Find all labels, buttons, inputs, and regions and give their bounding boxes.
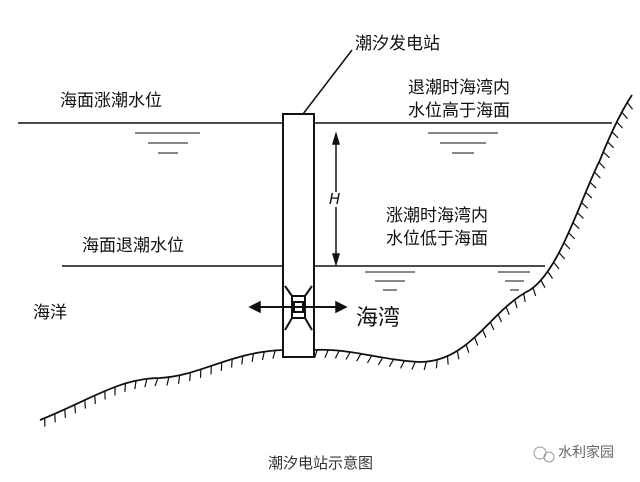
hatch-tick — [144, 378, 148, 388]
flood-note-1: 涨潮时海湾内 — [386, 206, 488, 226]
hatch-tick — [272, 350, 276, 359]
wechat-logo-icon — [533, 446, 555, 463]
hatch-tick — [177, 375, 181, 384]
hatch-tick — [481, 329, 487, 338]
flood-note-2: 水位低于海面 — [386, 229, 488, 249]
callout-line — [302, 49, 353, 115]
hatch-tick — [334, 350, 340, 359]
hatch-tick — [621, 111, 628, 119]
turbine — [284, 285, 313, 331]
hatch-tick — [423, 361, 427, 371]
hatch-tick — [377, 357, 384, 366]
hatch-tick — [598, 161, 606, 169]
head-symbol: H — [329, 190, 341, 208]
hatch-tick — [616, 121, 624, 129]
hatch-tick — [166, 377, 170, 386]
hatch-tick — [602, 151, 610, 159]
hatch-tick — [261, 351, 265, 361]
hatch-tick — [313, 349, 318, 359]
hatch-tick — [94, 395, 96, 405]
hatch-tick — [435, 359, 438, 369]
water-ripples — [135, 132, 530, 291]
hatch-tick — [568, 232, 576, 240]
hatch-tick — [558, 252, 566, 260]
hatch-tick — [189, 372, 191, 382]
hatch-tick — [84, 400, 87, 409]
hatch-tick — [626, 102, 633, 110]
ground-hatching — [44, 102, 633, 427]
hatch-tick — [251, 353, 255, 363]
high-tide-label: 海面涨潮水位 — [60, 91, 162, 111]
hatch-tick — [231, 358, 233, 368]
hatch-tick — [74, 404, 77, 414]
hatch-tick — [366, 355, 373, 364]
hatch-tick — [473, 337, 479, 346]
hatch-tick — [593, 171, 601, 179]
hatch-tick — [523, 293, 526, 303]
low-tide-label: 海面退潮水位 — [82, 236, 184, 256]
hatch-tick — [345, 351, 351, 360]
hatch-tick — [241, 355, 244, 365]
hatch-tick — [411, 361, 416, 370]
ocean-label: 海洋 — [33, 303, 67, 323]
hatch-tick — [547, 271, 554, 279]
hatch-tick — [572, 222, 580, 230]
bay-label: 海湾 — [356, 306, 401, 331]
hatch-tick — [581, 202, 589, 209]
hatch-tick — [589, 181, 597, 189]
hatch-tick — [388, 358, 395, 368]
hatch-tick — [489, 321, 495, 331]
hatch-tick — [324, 349, 329, 358]
flow-arrow — [248, 300, 348, 314]
hatch-tick — [607, 141, 615, 149]
hatch-tick — [563, 242, 571, 250]
hatch-tick — [400, 360, 405, 369]
hatch-tick — [497, 314, 503, 323]
hatch-tick — [514, 299, 518, 309]
hatch-tick — [154, 377, 159, 387]
hatch-tick — [505, 306, 510, 315]
seabed-ground — [39, 94, 633, 421]
hatch-tick — [64, 409, 66, 418]
hatch-tick — [124, 383, 127, 392]
hatch-tick — [553, 261, 560, 270]
hatch-tick — [456, 350, 460, 360]
ebb-note-2: 水位高于海面 — [408, 101, 510, 121]
power-station — [282, 113, 315, 358]
hatch-tick — [465, 344, 470, 353]
hatch-tick — [446, 356, 449, 365]
caption: 潮汐电站示意图 — [268, 454, 374, 472]
hatch-tick — [585, 191, 593, 199]
ebb-note-1: 退潮时海湾内 — [408, 78, 510, 98]
hatch-tick — [134, 380, 137, 390]
hatch-tick — [540, 279, 546, 288]
hatch-tick — [611, 131, 619, 139]
hatch-tick — [532, 287, 537, 297]
hatch-tick — [356, 353, 362, 362]
watermark: 水利家园 — [558, 445, 614, 461]
hatch-tick — [576, 212, 584, 219]
diagram-title: 潮汐发电站 — [355, 34, 440, 54]
